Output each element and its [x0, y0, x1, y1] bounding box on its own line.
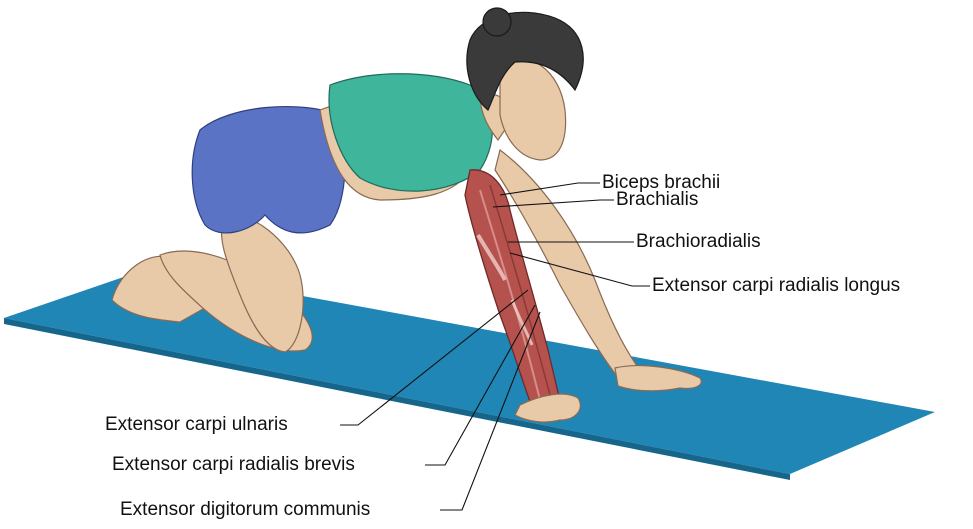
face [500, 57, 566, 160]
label-extensor-digitorum-communis: Extensor digitorum communis [120, 499, 370, 521]
label-brachialis: Brachialis [616, 189, 698, 211]
label-extensor-carpi-radialis-longus: Extensor carpi radialis longus [652, 275, 900, 297]
label-extensor-carpi-ulnaris: Extensor carpi ulnaris [105, 414, 288, 436]
label-extensor-carpi-radialis-brevis: Extensor carpi radialis brevis [112, 454, 355, 476]
shorts [192, 107, 345, 233]
hair-bun [483, 8, 511, 36]
label-brachioradialis: Brachioradialis [636, 231, 761, 253]
